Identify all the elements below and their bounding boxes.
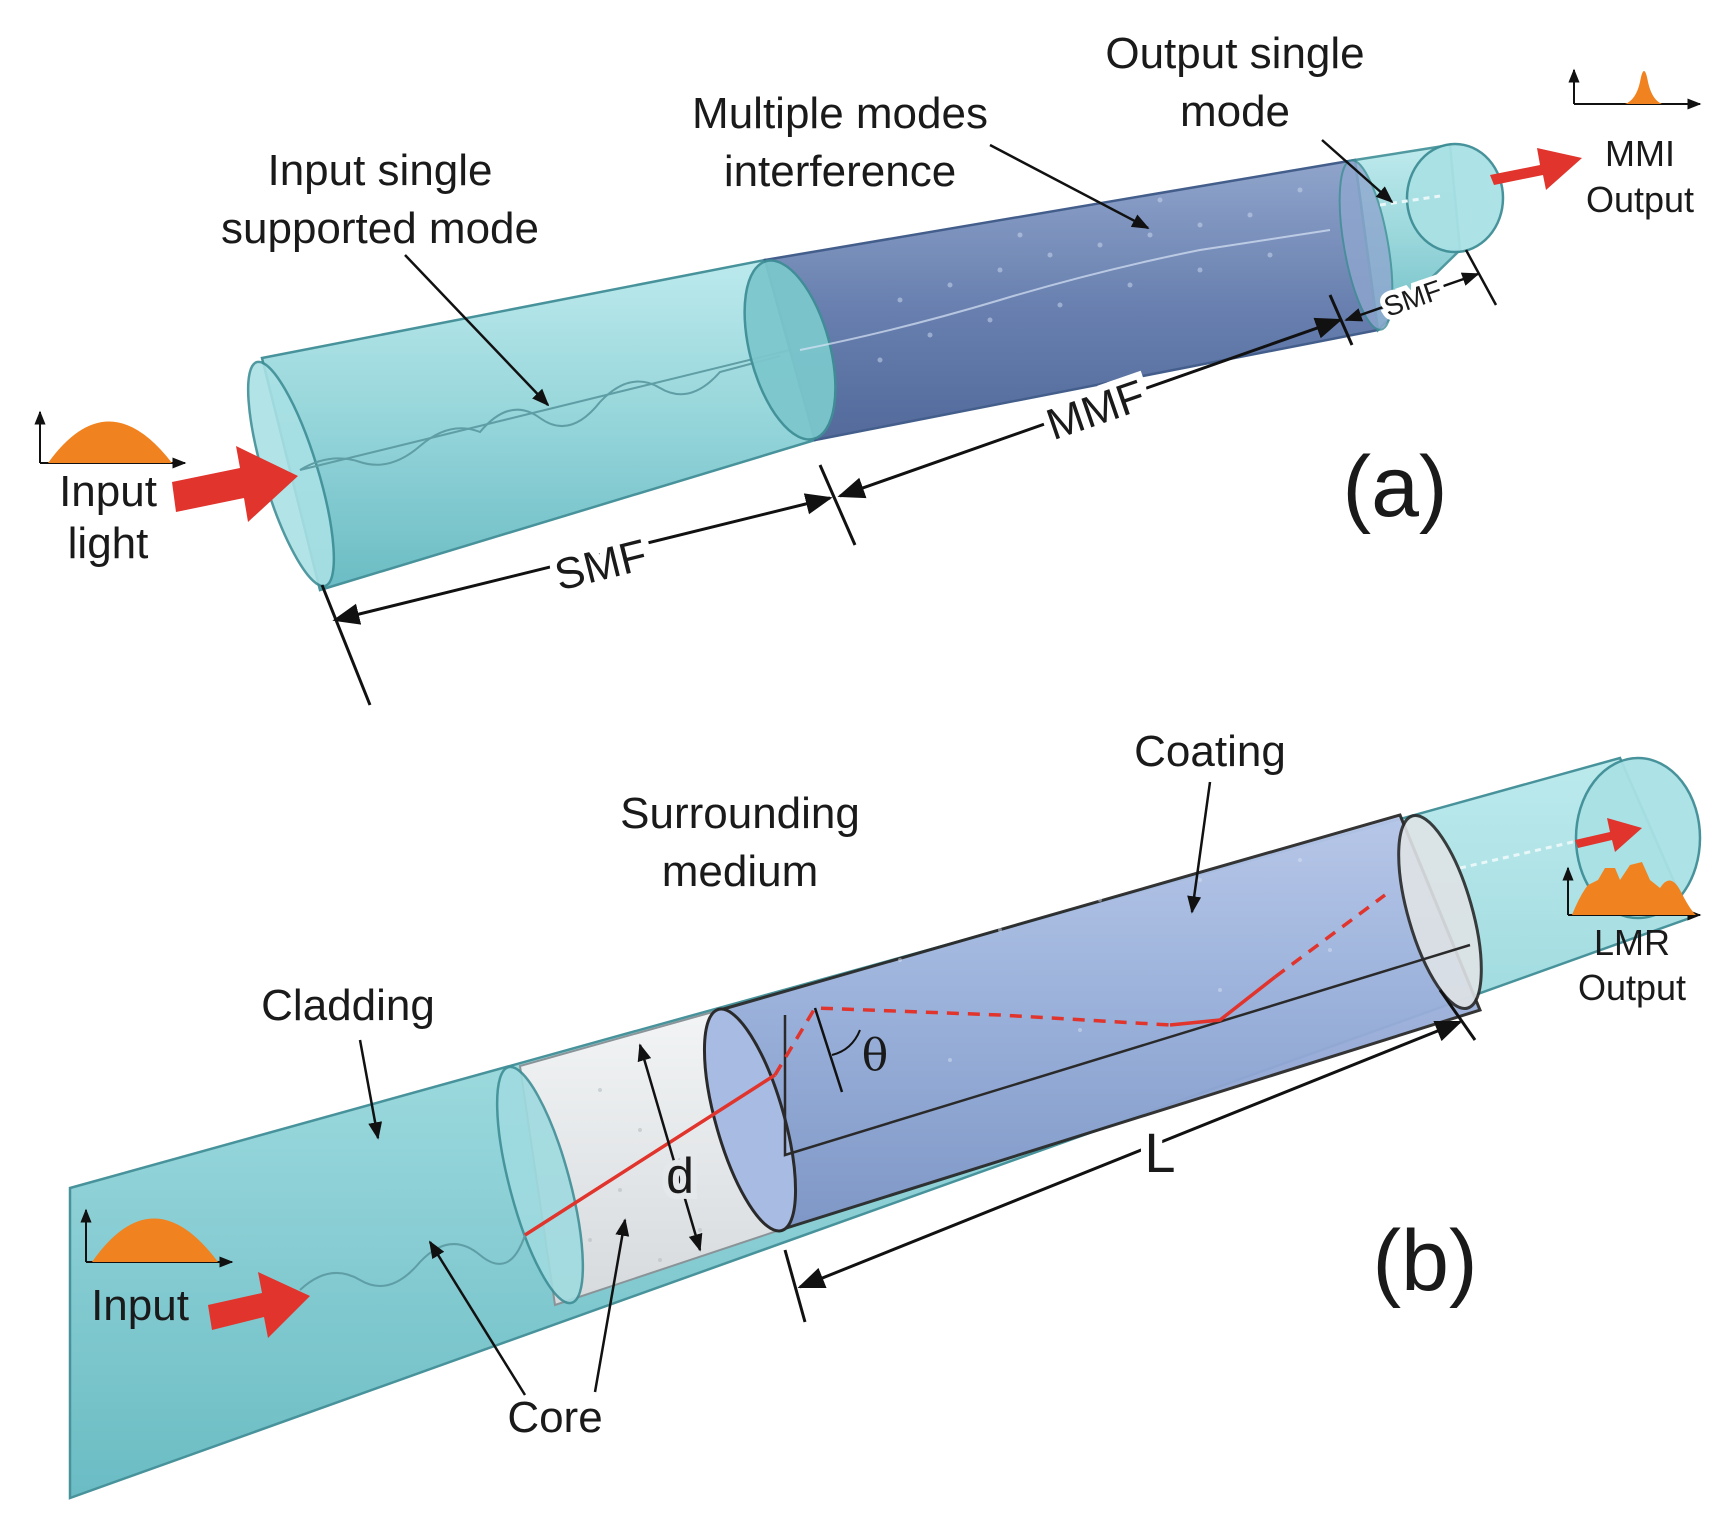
output-single-mode-label-line2: mode (1180, 87, 1290, 136)
core-leader-right (593, 1218, 630, 1393)
input-light-label-line2: light (68, 519, 149, 568)
input-label-b: Input (91, 1281, 189, 1330)
mmi-output-label-line1: MMI (1605, 133, 1675, 174)
input-single-supported-mode-label-line2: supported mode (221, 204, 539, 253)
panel-a: Input light MMI Output Input single supp… (34, 29, 1702, 706)
panel-a-label: (a) (1342, 439, 1447, 535)
lmr-output-label-line2: Output (1578, 967, 1686, 1008)
coating-leader (1187, 781, 1212, 914)
input-arrow-b (208, 1272, 310, 1338)
smf-output-dimension (1344, 249, 1498, 322)
panel-b-label: (b) (1372, 1213, 1477, 1309)
diameter-d-label: d (666, 1148, 694, 1204)
cladding-leader (358, 1039, 383, 1140)
panel-b: θ d L Input LMR (68, 727, 1702, 1500)
angle-theta-label: θ (862, 1030, 889, 1081)
core-label: Core (507, 1393, 602, 1442)
diameter-dimension (637, 1043, 703, 1252)
length-L-label: L (1144, 1121, 1175, 1184)
mmi-output-label-line2: Output (1586, 179, 1694, 220)
input-light-arrow (172, 446, 298, 522)
input-spectrum-icon (34, 410, 187, 469)
output-single-mode-label-line1: Output single (1105, 29, 1364, 78)
input-mode-leader (404, 254, 550, 407)
smf-input-dimension-label: SMF (550, 530, 652, 600)
multiple-modes-interference-label-line2: interference (724, 147, 956, 196)
input-spectrum-icon-b (80, 1208, 234, 1268)
input-light-label-line1: Input (59, 467, 157, 516)
cladding-label: Cladding (261, 981, 435, 1030)
output-arrow (1490, 148, 1582, 190)
interference-leader (989, 143, 1150, 230)
input-single-supported-mode-label-line1: Input single (267, 146, 492, 195)
lmr-output-spectrum-icon (1562, 862, 1702, 921)
smf-input-dimension (320, 464, 857, 706)
surrounding-medium-label-line1: Surrounding (620, 789, 860, 838)
mmi-output-spectrum-icon (1568, 68, 1702, 110)
surrounding-medium-label-line2: medium (662, 847, 819, 896)
output-mode-leader (1321, 139, 1394, 204)
smf-input-fiber (246, 258, 817, 592)
lmr-output-arrow (1575, 818, 1642, 852)
multiple-modes-interference-label-line1: Multiple modes (692, 89, 988, 138)
length-dimension (783, 989, 1477, 1323)
coating-label: Coating (1134, 727, 1286, 776)
mmf-dimension (837, 294, 1354, 499)
lmr-output-label-line1: LMR (1594, 922, 1670, 963)
core-leader-left (428, 1240, 527, 1396)
